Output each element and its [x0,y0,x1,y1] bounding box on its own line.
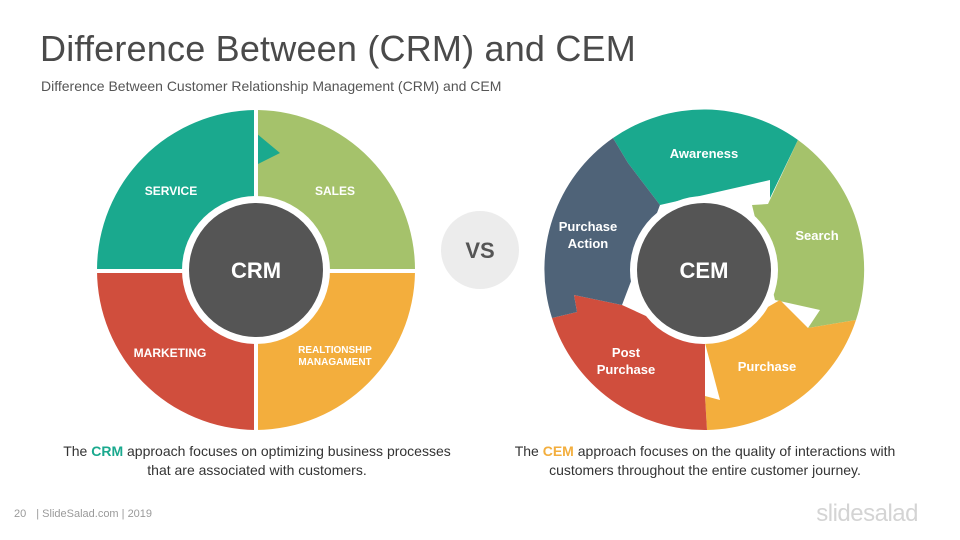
footer-text: | SlideSalad.com | 2019 [36,508,153,520]
page-number: 20 [14,508,27,520]
crm-center-circle [189,203,323,337]
cem-caption-highlight: CEM [542,443,574,459]
crm-caption-highlight: CRM [91,443,124,459]
crm-caption-line1: approach focuses on optimizing business … [123,443,451,459]
crm-caption-line2: that are associated with customers. [147,462,367,478]
cem-label-awareness: Awareness [670,146,738,161]
cem-caption-prefix: The [514,443,543,459]
crm-caption-prefix: The [63,443,92,459]
crm-center-label: CRM [231,258,281,283]
crm-label-marketing: MARKETING [134,346,207,360]
vs-label: VS [465,238,494,263]
slide-subtitle: Difference Between Customer Relationship… [41,78,502,94]
cem-caption-line2: customers throughout the entire customer… [549,462,861,478]
crm-label-sales: SALES [315,184,355,198]
cem-segment-awareness [613,109,798,205]
cem-label-purchase-action-1: Purchase [559,219,618,234]
vs-badge: VS [441,211,519,289]
cem-label-purchase: Purchase [738,359,797,374]
cem-label-post-purchase-2: Purchase [597,362,656,377]
crm-label-relationship-2: MANAGAMENT [298,357,371,368]
vs-circle [441,211,519,289]
cem-label-post-purchase-1: Post [612,345,641,360]
footer: 20 | SlideSalad.com | 2019 [14,508,152,520]
cem-label-search: Search [795,228,838,243]
brand-logo: slidesalad [816,500,918,527]
crm-label-service: SERVICE [145,184,197,198]
crm-caption: The CRM approach focuses on optimizing b… [37,442,477,480]
cem-segment-search [752,140,865,328]
cem-label-purchase-action-2: Action [568,236,609,251]
slide-title: Difference Between (CRM) and CEM [40,28,636,69]
cem-caption: The CEM approach focuses on the quality … [485,442,925,480]
crm-label-relationship-1: REALTIONSHIP [298,345,372,356]
cem-center-circle [637,203,771,337]
cem-caption-line1: approach focuses on the quality of inter… [573,443,896,459]
cem-cycle: CEM Awareness Search Purchase Post Purch… [544,109,865,431]
cem-center-label: CEM [680,258,729,283]
crm-cycle: CRM SERVICE SALES MARKETING REALTIONSHIP… [95,108,417,432]
